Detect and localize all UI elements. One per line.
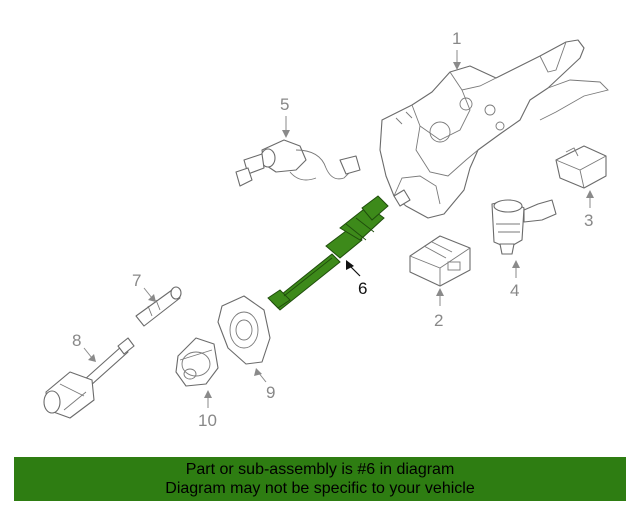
callout-9: 9	[254, 368, 275, 402]
callout-label-6: 6	[358, 279, 367, 298]
callout-label-9: 9	[266, 383, 275, 402]
callout-10: 10	[198, 390, 217, 430]
callout-label-1: 1	[452, 29, 461, 48]
callout-1: 1	[452, 29, 461, 70]
callout-4: 4	[510, 260, 520, 300]
callout-label-4: 4	[510, 281, 519, 300]
banner-line-1: Part or sub-assembly is #6 in diagram	[185, 461, 455, 478]
part-3-module[interactable]	[555, 145, 607, 189]
callout-label-5: 5	[280, 95, 289, 114]
banner-line-2: Diagram may not be specific to your vehi…	[165, 480, 475, 497]
part-2-control-module[interactable]	[409, 235, 471, 287]
part-9-seal-plate[interactable]	[217, 295, 271, 365]
part-10-boot[interactable]	[175, 337, 219, 387]
callout-label-3: 3	[584, 211, 593, 230]
part-4-actuator[interactable]	[491, 199, 557, 255]
callout-7: 7	[132, 271, 156, 302]
info-banner: Part or sub-assembly is #6 in diagram Di…	[14, 457, 626, 501]
part-7-bushing[interactable]	[135, 286, 182, 327]
callout-3: 3	[584, 190, 594, 230]
callout-8: 8	[72, 331, 96, 362]
callout-label-10: 10	[198, 411, 217, 430]
part-6-intermediate-shaft[interactable]	[267, 195, 389, 311]
callout-label-2: 2	[434, 311, 443, 330]
callout-label-7: 7	[132, 271, 141, 290]
callout-2: 2	[434, 288, 444, 330]
part-5-ignition-switch[interactable]	[235, 139, 361, 187]
parts-diagram: 1 5 3 4	[43, 29, 609, 430]
part-8-lower-shaft[interactable]	[43, 337, 135, 419]
callout-label-8: 8	[72, 331, 81, 350]
callout-5: 5	[280, 95, 290, 138]
part-1-steering-column[interactable]	[379, 39, 609, 219]
callout-6: 6	[346, 260, 367, 298]
